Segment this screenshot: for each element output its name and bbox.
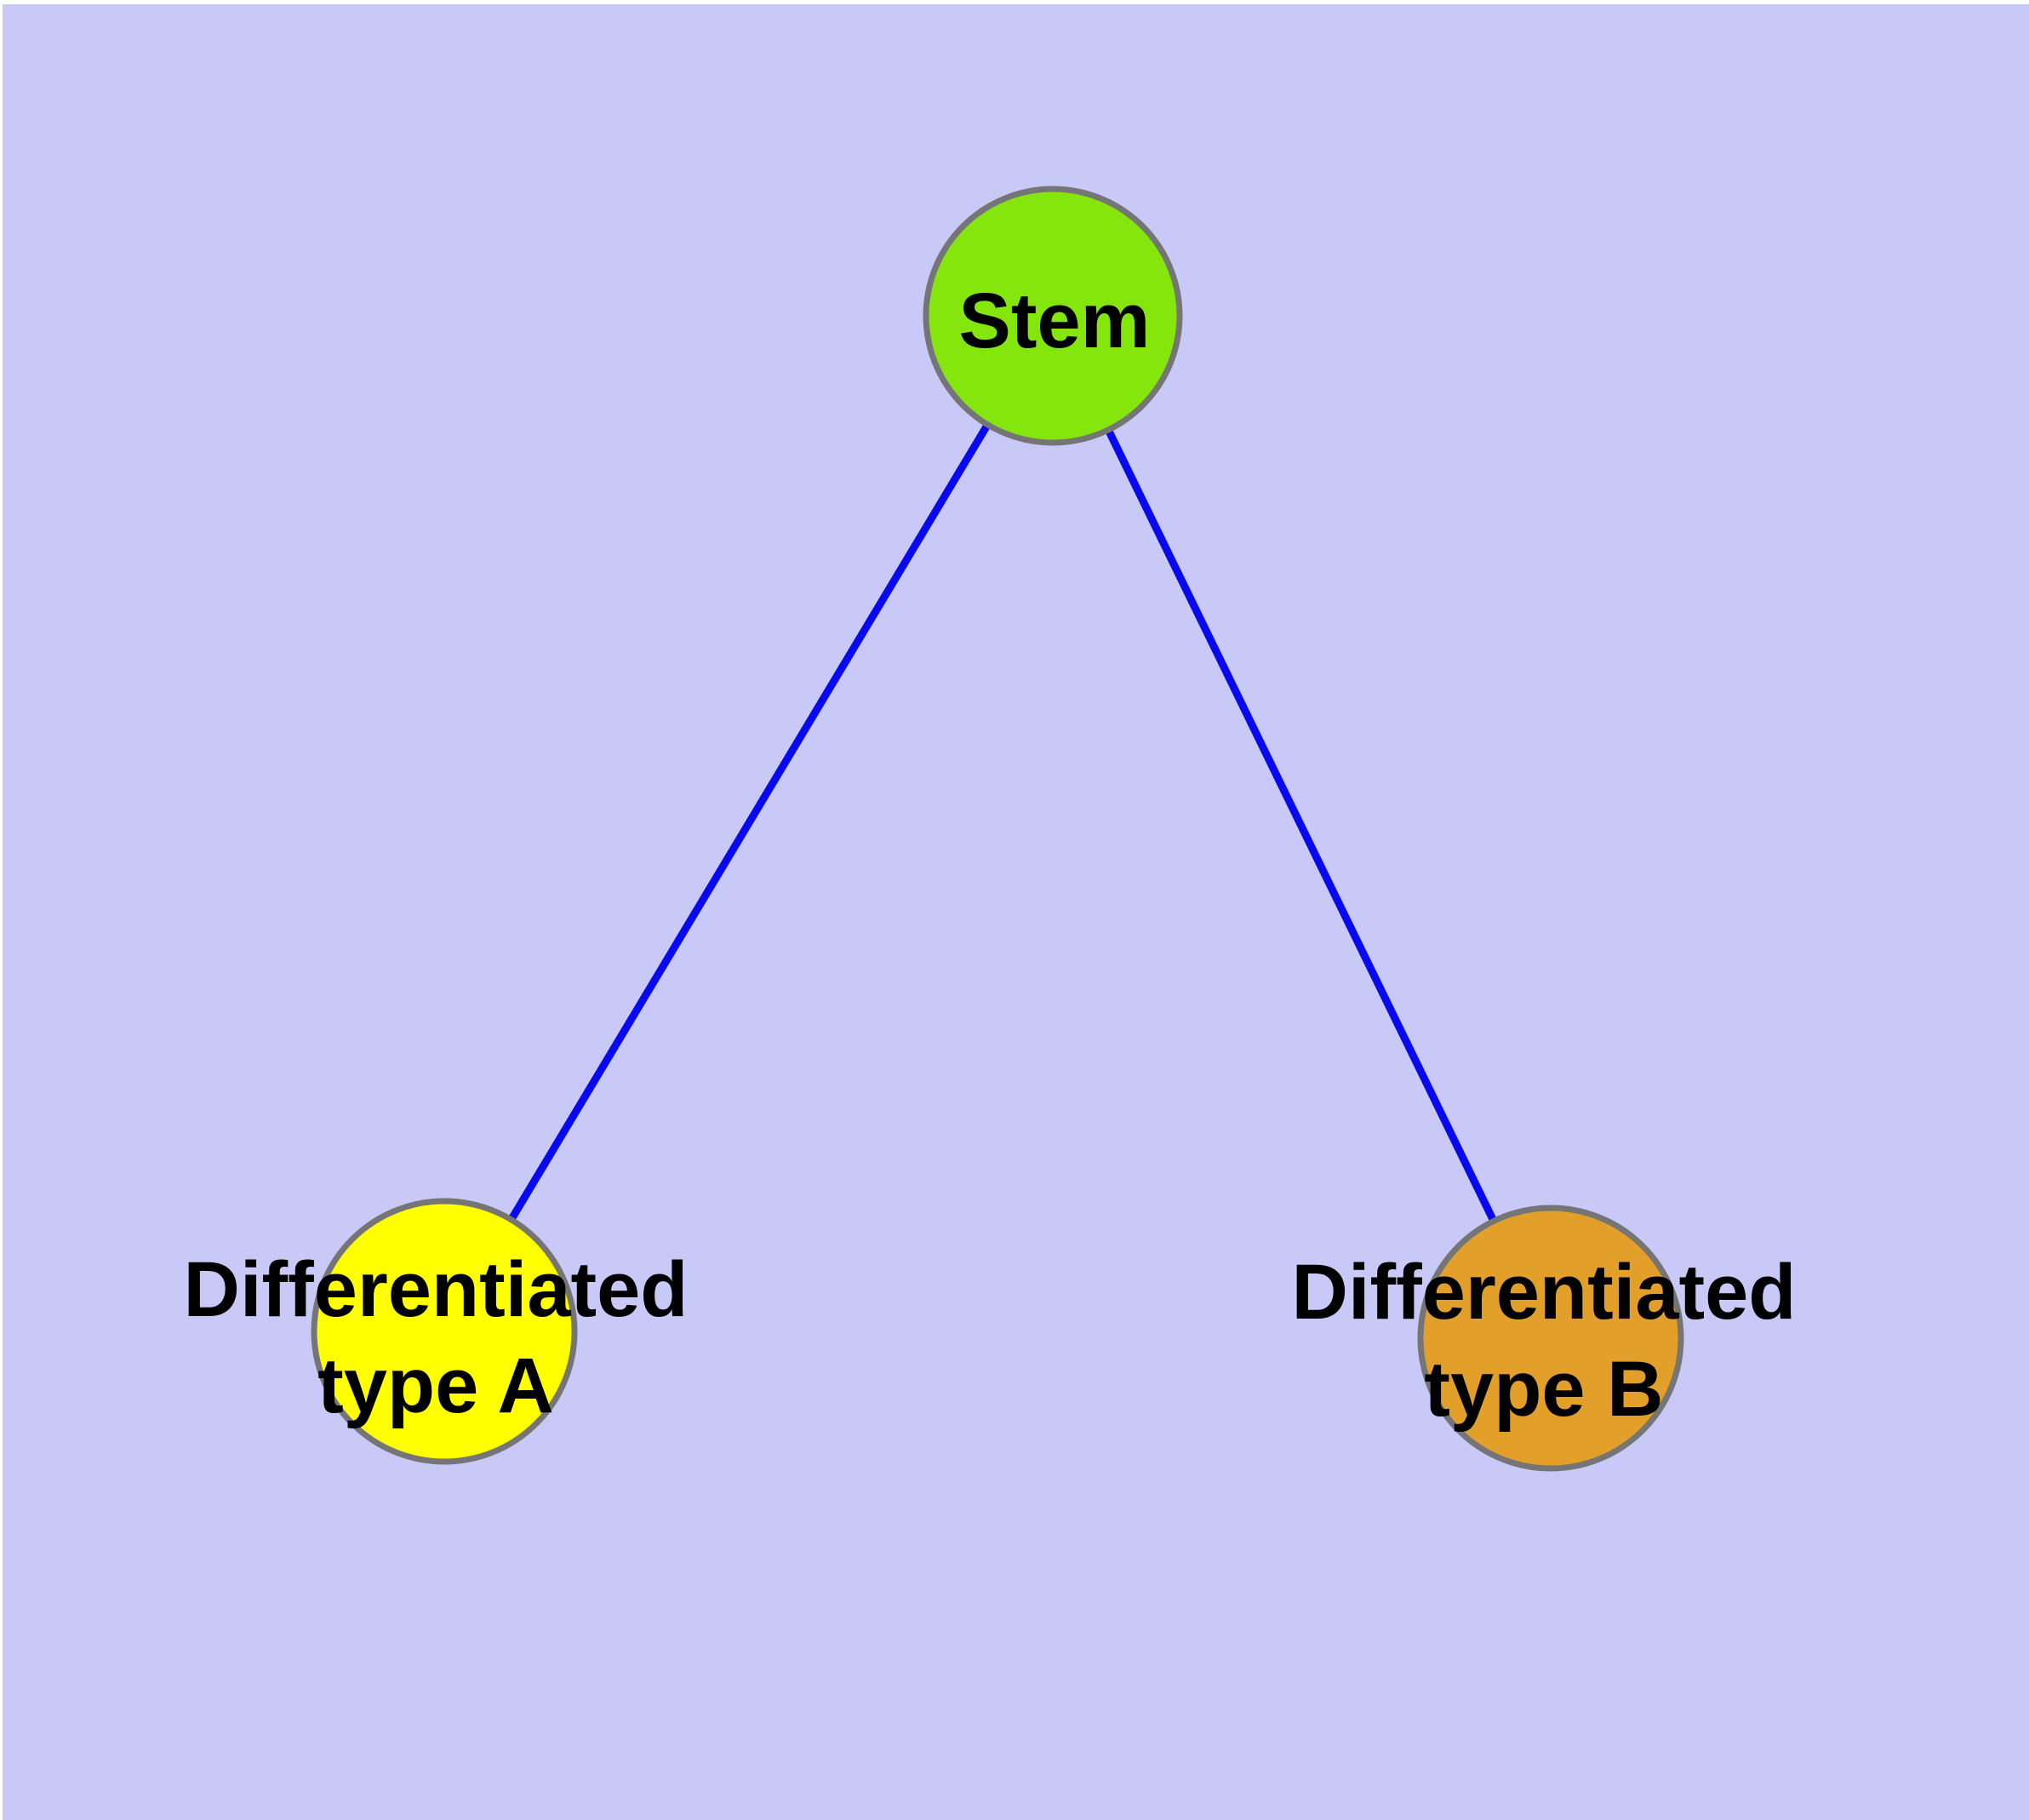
node-type-a-circle bbox=[311, 1198, 578, 1465]
node-differentiated-type-b: Differentiated type B bbox=[1292, 1205, 1797, 1472]
node-type-b-label-line1: Differentiated bbox=[1292, 1249, 1797, 1336]
node-stem-label: Stem bbox=[959, 278, 1151, 364]
node-differentiated-type-a: Differentiated type A bbox=[184, 1198, 689, 1465]
node-type-a-label-line1: Differentiated bbox=[184, 1246, 689, 1333]
edge-stem-to-type-b bbox=[1049, 314, 1555, 1340]
node-type-a-label-line2: type A bbox=[317, 1342, 554, 1429]
node-stem-circle bbox=[923, 186, 1183, 446]
node-type-b-label-line2: type B bbox=[1424, 1346, 1663, 1433]
node-stem: Stem bbox=[923, 186, 1183, 446]
node-type-b-circle bbox=[1417, 1205, 1684, 1472]
edge-stem-to-type-a bbox=[441, 313, 1056, 1334]
edge-group bbox=[441, 313, 1555, 1340]
